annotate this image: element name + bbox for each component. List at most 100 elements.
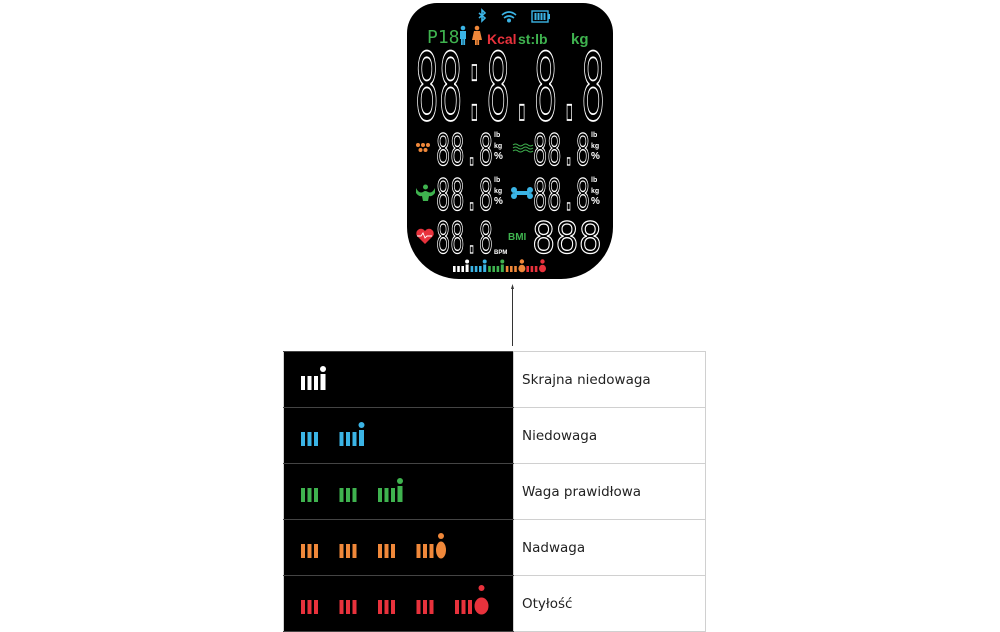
male-icon <box>460 25 466 45</box>
indicator-bar <box>307 432 312 446</box>
indicator-person-i <box>465 264 469 272</box>
indicator-person-i <box>320 374 326 390</box>
indicator-bar <box>429 600 434 614</box>
indicator-bar <box>339 600 344 614</box>
indicator-head <box>482 259 487 264</box>
unit-label: lb <box>591 177 597 184</box>
indicator-person-i <box>483 264 487 272</box>
indicator-bar <box>384 488 389 502</box>
unit-label: lb <box>494 132 500 139</box>
indicator-bar <box>346 544 350 558</box>
metric-digits: 88.8 <box>436 126 493 180</box>
legend-label: Skrajna niedowaga <box>513 351 706 408</box>
indicator-bar <box>470 266 474 272</box>
legend-row: Skrajna niedowaga <box>283 351 706 408</box>
indicator-bar <box>314 376 318 390</box>
unit-label: kg <box>494 143 502 150</box>
unit-label: kg <box>591 188 599 195</box>
indicator-bar <box>391 488 395 502</box>
legend-label: Waga prawidłowa <box>513 463 706 520</box>
indicator-bar <box>301 544 305 558</box>
legend-indicator <box>283 463 514 520</box>
unit-label: lb <box>494 177 500 184</box>
unit-label: kg <box>494 188 502 195</box>
bmi-label: BMI <box>508 232 527 243</box>
bmi-indicator-bar <box>453 259 546 273</box>
indicator-bar <box>314 488 318 502</box>
unit-label: % <box>591 196 600 207</box>
unit-label: lb <box>591 132 597 139</box>
indicator-bar <box>307 600 312 614</box>
legend-row: Otyłość <box>283 575 706 632</box>
indicator-head <box>320 366 326 372</box>
user-label: P18 <box>427 27 460 48</box>
indicator-bar <box>378 600 382 614</box>
wifi-icon <box>501 11 517 23</box>
indicator-bar <box>391 544 395 558</box>
indicator-bar <box>378 544 382 558</box>
indicator-head <box>358 422 365 428</box>
indicator-bar <box>301 376 305 390</box>
indicator-bar <box>526 266 529 272</box>
indicator-bar <box>384 600 389 614</box>
indicator-bar <box>307 376 312 390</box>
indicator-bar <box>352 432 357 446</box>
unit-label: % <box>591 151 600 162</box>
indicator-bar <box>514 266 517 272</box>
bone-icon <box>511 187 533 199</box>
indicator-bar <box>416 600 421 614</box>
indicator-bar <box>505 266 509 272</box>
indicator-bar <box>301 600 305 614</box>
indicator-bar <box>461 600 466 614</box>
indicator-person-body <box>518 264 526 273</box>
legend-row: Niedowaga <box>283 407 706 464</box>
indicator-bar <box>455 600 459 614</box>
legend-indicator <box>283 407 514 464</box>
indicator-person-body <box>436 541 446 559</box>
indicator-bar <box>384 544 389 558</box>
indicator-bar <box>423 600 427 614</box>
bluetooth-icon <box>478 8 487 23</box>
indicator-bar <box>301 432 305 446</box>
unit-label: % <box>494 151 503 162</box>
indicator-bar <box>314 432 318 446</box>
indicator-bar <box>457 266 460 272</box>
fat-icon <box>416 143 430 152</box>
unit-label: % <box>494 196 503 207</box>
indicator-bar <box>339 544 344 558</box>
indicator-person-i <box>397 486 403 502</box>
indicator-bar <box>461 266 464 272</box>
indicator-person-body <box>539 264 546 273</box>
muscle-icon <box>416 184 435 201</box>
indicator-bar <box>391 600 395 614</box>
indicator-bar <box>352 488 357 502</box>
indicator-bar <box>423 544 427 558</box>
legend-label: Niedowaga <box>513 407 706 464</box>
indicator-bar <box>352 544 357 558</box>
unit-label: kg <box>591 143 599 150</box>
metric-digits: 888 <box>532 214 602 268</box>
indicator-head <box>478 585 485 591</box>
indicator-bar <box>474 266 478 272</box>
indicator-person-i <box>500 264 504 272</box>
indicator-bar <box>479 266 482 272</box>
indicator-bar <box>346 432 350 446</box>
indicator-head <box>540 259 545 264</box>
indicator-head <box>500 259 505 264</box>
st-lb-label: st:lb <box>518 31 548 47</box>
legend-bars-1 <box>301 366 326 390</box>
indicator-head <box>519 259 525 264</box>
metric-digits: 88.8 <box>533 171 590 225</box>
indicator-bar <box>416 544 421 558</box>
legend-bars-5 <box>301 585 489 615</box>
indicator-head <box>438 533 444 539</box>
